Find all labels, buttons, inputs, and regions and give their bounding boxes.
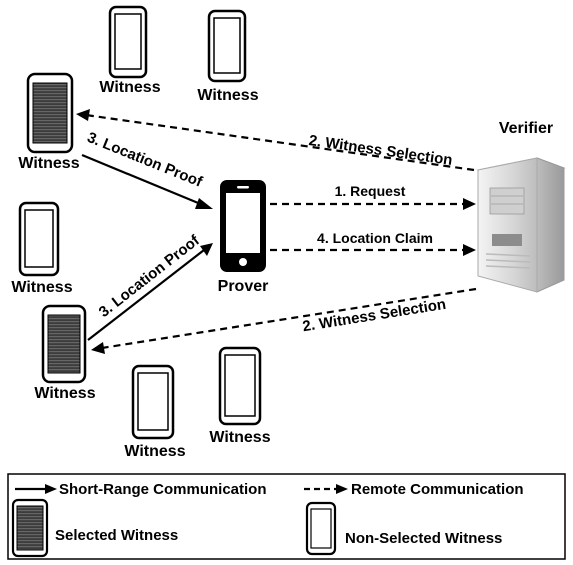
witness-bottom-left-phone-icon [131,364,175,440]
location-proof-lower-label: 3. Location Proof [96,231,204,320]
edge-witness-selection-upper [76,109,475,172]
verifier-label: Verifier [499,120,553,137]
witness-bottom-right-label: Witness [209,429,270,446]
witness-selection-upper-label: 2. Witness Selection [308,132,454,169]
legend-non-selected-witness-label: Non-Selected Witness [345,530,502,547]
location-claim-label: 4. Location Claim [317,230,433,246]
legend-selected-witness-label: Selected Witness [55,527,178,544]
request-label: 1. Request [335,183,406,199]
witness-top-right-label: Witness [197,87,258,104]
witness-middle-phone-icon [18,201,60,277]
edge-location-proof-lower [87,243,213,341]
witness-top-left-label: Witness [99,79,160,96]
legend-short-range-label: Short-Range Communication [59,481,267,498]
witness-upper-selected-phone-icon [26,72,74,154]
witness-top-right-phone-icon [207,9,247,83]
witness-upper-selected-label: Witness [18,155,79,172]
witness-lower-selected-label: Witness [34,385,95,402]
edge-location-claim [270,244,476,256]
legend: Short-Range Communication Remote Communi… [7,473,566,560]
edge-request [270,198,476,210]
legend-non-selected-witness-icon [305,501,337,556]
legend-dashed-arrow-icon [304,484,348,494]
edge-witness-selection-lower [91,287,477,354]
prover-label: Prover [218,278,269,295]
prover-phone-icon [220,180,266,272]
witness-middle-label: Witness [11,279,72,296]
legend-solid-arrow-icon [15,484,57,494]
legend-box [7,473,566,560]
edge-location-proof-upper [81,153,213,209]
witness-top-left-phone-icon [108,5,148,79]
witness-bottom-right-phone-icon [218,346,262,426]
legend-selected-witness-icon [11,498,49,558]
witness-lower-selected-phone-icon [41,304,87,384]
witness-selection-lower-label: 2. Witness Selection [301,296,447,335]
legend-remote-label: Remote Communication [351,481,524,498]
witness-bottom-left-label: Witness [124,443,185,460]
verifier-server-icon [476,157,566,293]
